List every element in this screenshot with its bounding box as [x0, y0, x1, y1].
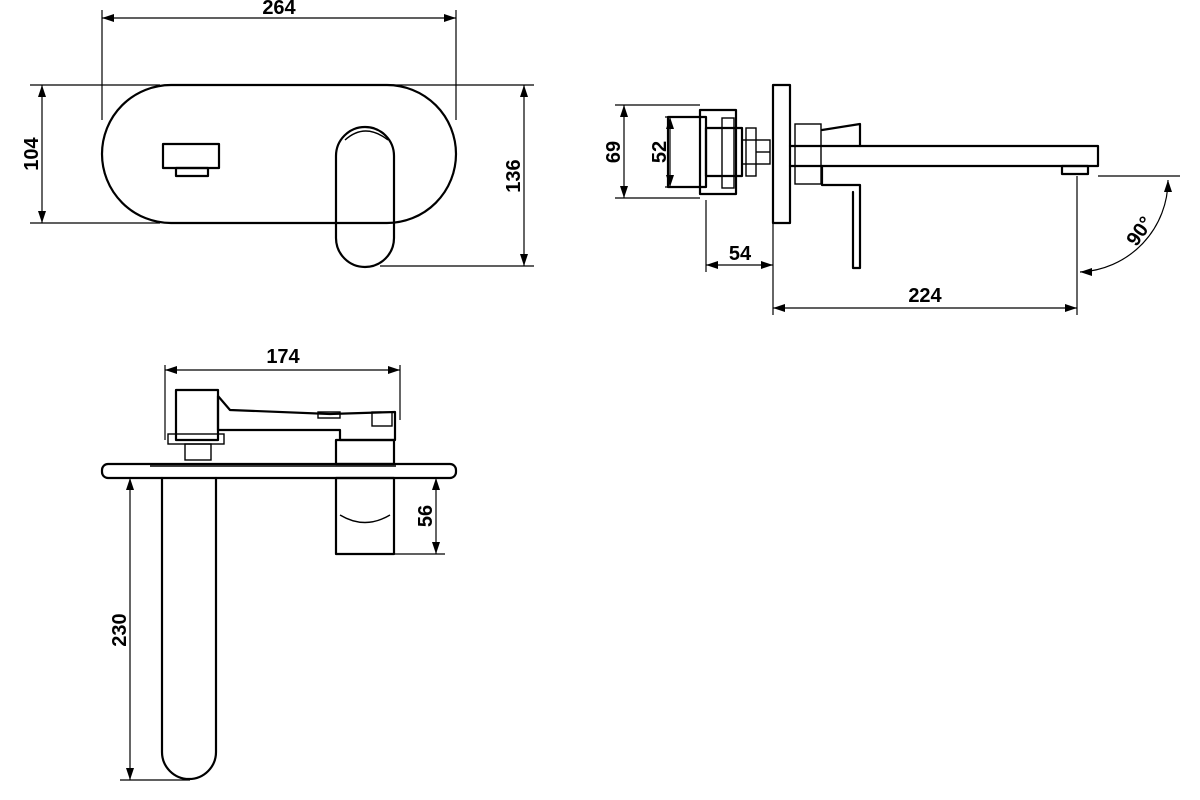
top-valve-body [174, 388, 220, 442]
side-lever [820, 164, 862, 270]
front-view: 264 104 136 [21, 0, 534, 269]
dimension-52-label: 52 [649, 141, 671, 163]
dimension-54-label: 54 [729, 243, 752, 265]
dimension-174-label: 174 [266, 346, 300, 368]
wall-plate [100, 83, 458, 225]
dimension-56-label: 56 [415, 505, 437, 527]
dimension-264-label: 264 [262, 0, 296, 19]
top-lever-handle [334, 476, 396, 556]
top-view: 174 56 230 [100, 346, 458, 781]
spout-outlet [161, 142, 221, 170]
dimension-136-label: 136 [503, 159, 525, 192]
side-spout [788, 144, 1100, 168]
top-spout-arm [216, 394, 397, 442]
angle-90-label: 90° [1122, 213, 1157, 250]
lever-handle [334, 125, 396, 269]
top-spout [160, 476, 218, 781]
side-wall-plate [771, 83, 792, 225]
dimension-230-label: 230 [109, 613, 131, 646]
dimension-69-label: 69 [603, 141, 625, 163]
dimension-224-label: 224 [908, 285, 942, 307]
top-wall-plate [100, 462, 458, 480]
dimension-104-label: 104 [21, 136, 43, 170]
aerator [174, 166, 210, 178]
side-view: 69 52 54 22 [603, 83, 1180, 315]
